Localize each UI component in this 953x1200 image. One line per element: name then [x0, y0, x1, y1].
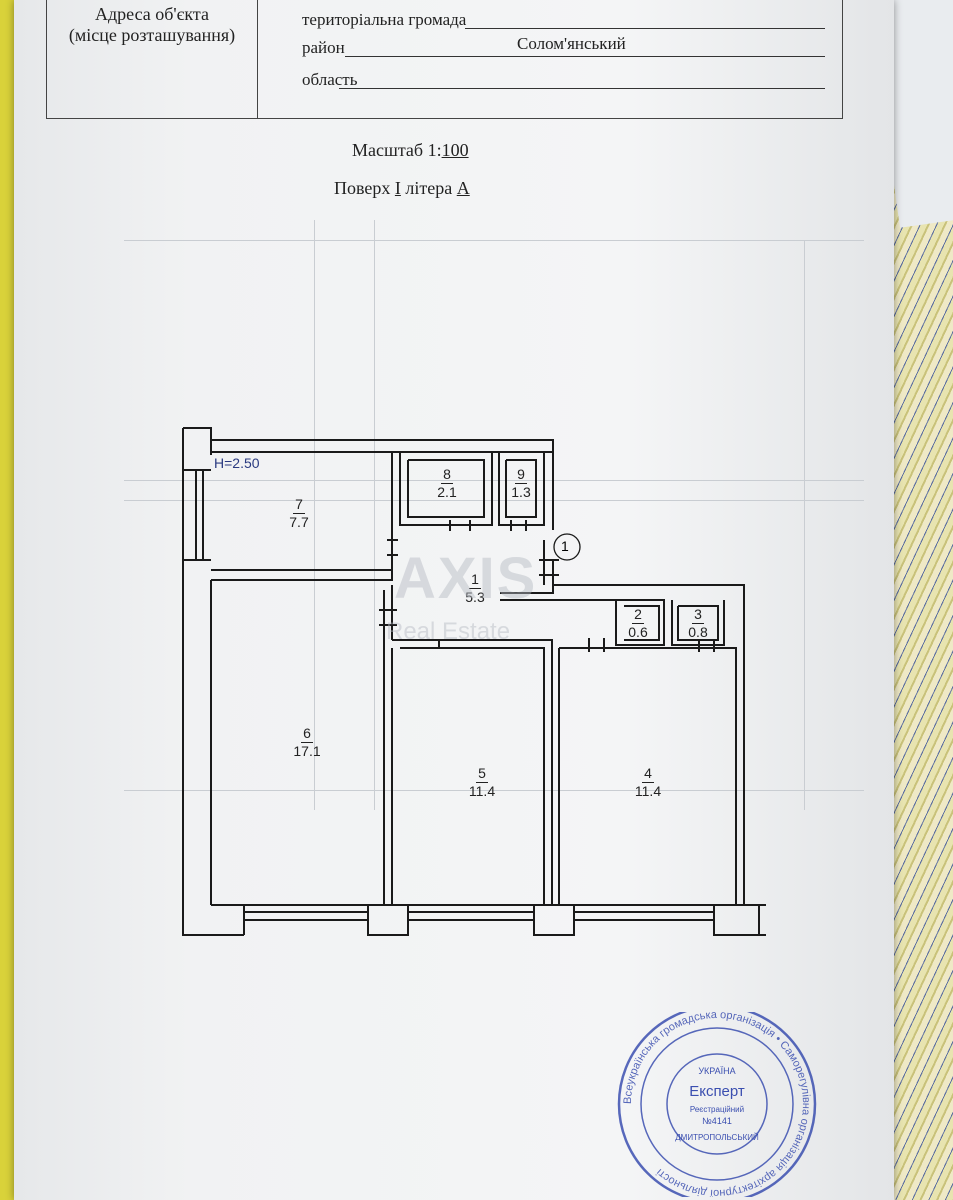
wall-right-outer [743, 593, 759, 906]
room-area: 0.8 [688, 624, 708, 640]
floor-plan-sheet: Адреса об'єкта (місце розташування) тери… [14, 0, 894, 1200]
room-number: 8 [441, 466, 453, 484]
ceiling-height-label: H=2.50 [214, 455, 260, 471]
entrance-marker-label: 1 [561, 538, 569, 554]
room-area: 17.1 [293, 743, 321, 759]
district-label: район [302, 38, 345, 57]
scale-title: Масштаб 1:100 [352, 140, 469, 161]
showthrough-line [314, 220, 315, 810]
address-box: Адреса об'єкта (місце розташування) тери… [46, 0, 843, 119]
wall-top [183, 427, 554, 450]
community-label: територіальна громада [302, 10, 467, 29]
floor-label: Поверх [334, 178, 391, 198]
stamp-country: УКРАЇНА [698, 1066, 735, 1076]
wall-bottom-left [211, 904, 245, 935]
scale-label: Масштаб 1: [352, 140, 442, 160]
wall-room7-bottom [211, 569, 393, 581]
showthrough-line [124, 480, 864, 481]
pier-3 [713, 904, 760, 936]
showthrough-line [804, 240, 805, 810]
letter-label: літера [405, 178, 453, 198]
wall-room2 [615, 599, 665, 646]
wall-room5 [392, 639, 553, 905]
wall-room4 [559, 647, 737, 905]
pier-1 [367, 904, 409, 936]
floor-value: I [394, 178, 401, 198]
scale-value: 100 [441, 140, 469, 160]
wall-corridor-top [500, 584, 745, 594]
stamp-name: ДМИТРОПОЛЬСЬКИЙ [675, 1133, 759, 1142]
address-label-line2: (місце розташування) [68, 25, 236, 45]
district-value: Солом'янський [517, 34, 626, 53]
room-number: 7 [293, 496, 305, 514]
showthrough-line [124, 500, 864, 501]
floor-title: Поверх I літера А [334, 178, 470, 199]
room-number: 4 [642, 765, 654, 783]
watermark-brand: AXIS [394, 546, 538, 611]
stamp-reg-number: №4141 [702, 1116, 732, 1126]
room-area: 1.3 [511, 484, 531, 500]
room-area: 11.4 [468, 783, 496, 799]
showthrough-line [124, 240, 864, 241]
region-underline [339, 88, 825, 89]
wall-room8 [399, 452, 493, 526]
stamp-title: Експерт [689, 1083, 745, 1100]
letter-value: А [456, 178, 470, 198]
showthrough-line [124, 790, 864, 791]
region-label: область [302, 70, 358, 89]
district-underline [345, 56, 825, 57]
community-underline [465, 28, 825, 29]
address-label-line1: Адреса об'єкта [94, 4, 209, 24]
entrance-marker-circle [553, 533, 581, 561]
address-label-cell: Адреса об'єкта (місце розташування) [47, 0, 258, 118]
wall-room9 [498, 452, 545, 526]
room-area: 2.1 [437, 484, 457, 500]
room-number: 2 [632, 606, 644, 624]
room-number: 6 [301, 725, 313, 743]
room-number: 9 [515, 466, 527, 484]
room-number: 5 [476, 765, 488, 783]
stamp-reg-label: Реєстраційний [690, 1105, 744, 1114]
room-area: 7.7 [289, 514, 309, 530]
floor-plan-drawing [182, 427, 766, 936]
showthrough-line [374, 220, 375, 810]
watermark-subtitle: Real Estate [386, 618, 511, 645]
room-area: 0.6 [628, 624, 648, 640]
pier-2 [533, 904, 575, 936]
room-area: 5.3 [465, 589, 485, 605]
room-number: 3 [692, 606, 704, 624]
expert-stamp: Всеукраїнська громадська організація • С… [617, 1012, 817, 1197]
wall-left-outer [182, 428, 244, 936]
wall-room6-right [372, 590, 385, 906]
room-area: 11.4 [634, 783, 662, 799]
